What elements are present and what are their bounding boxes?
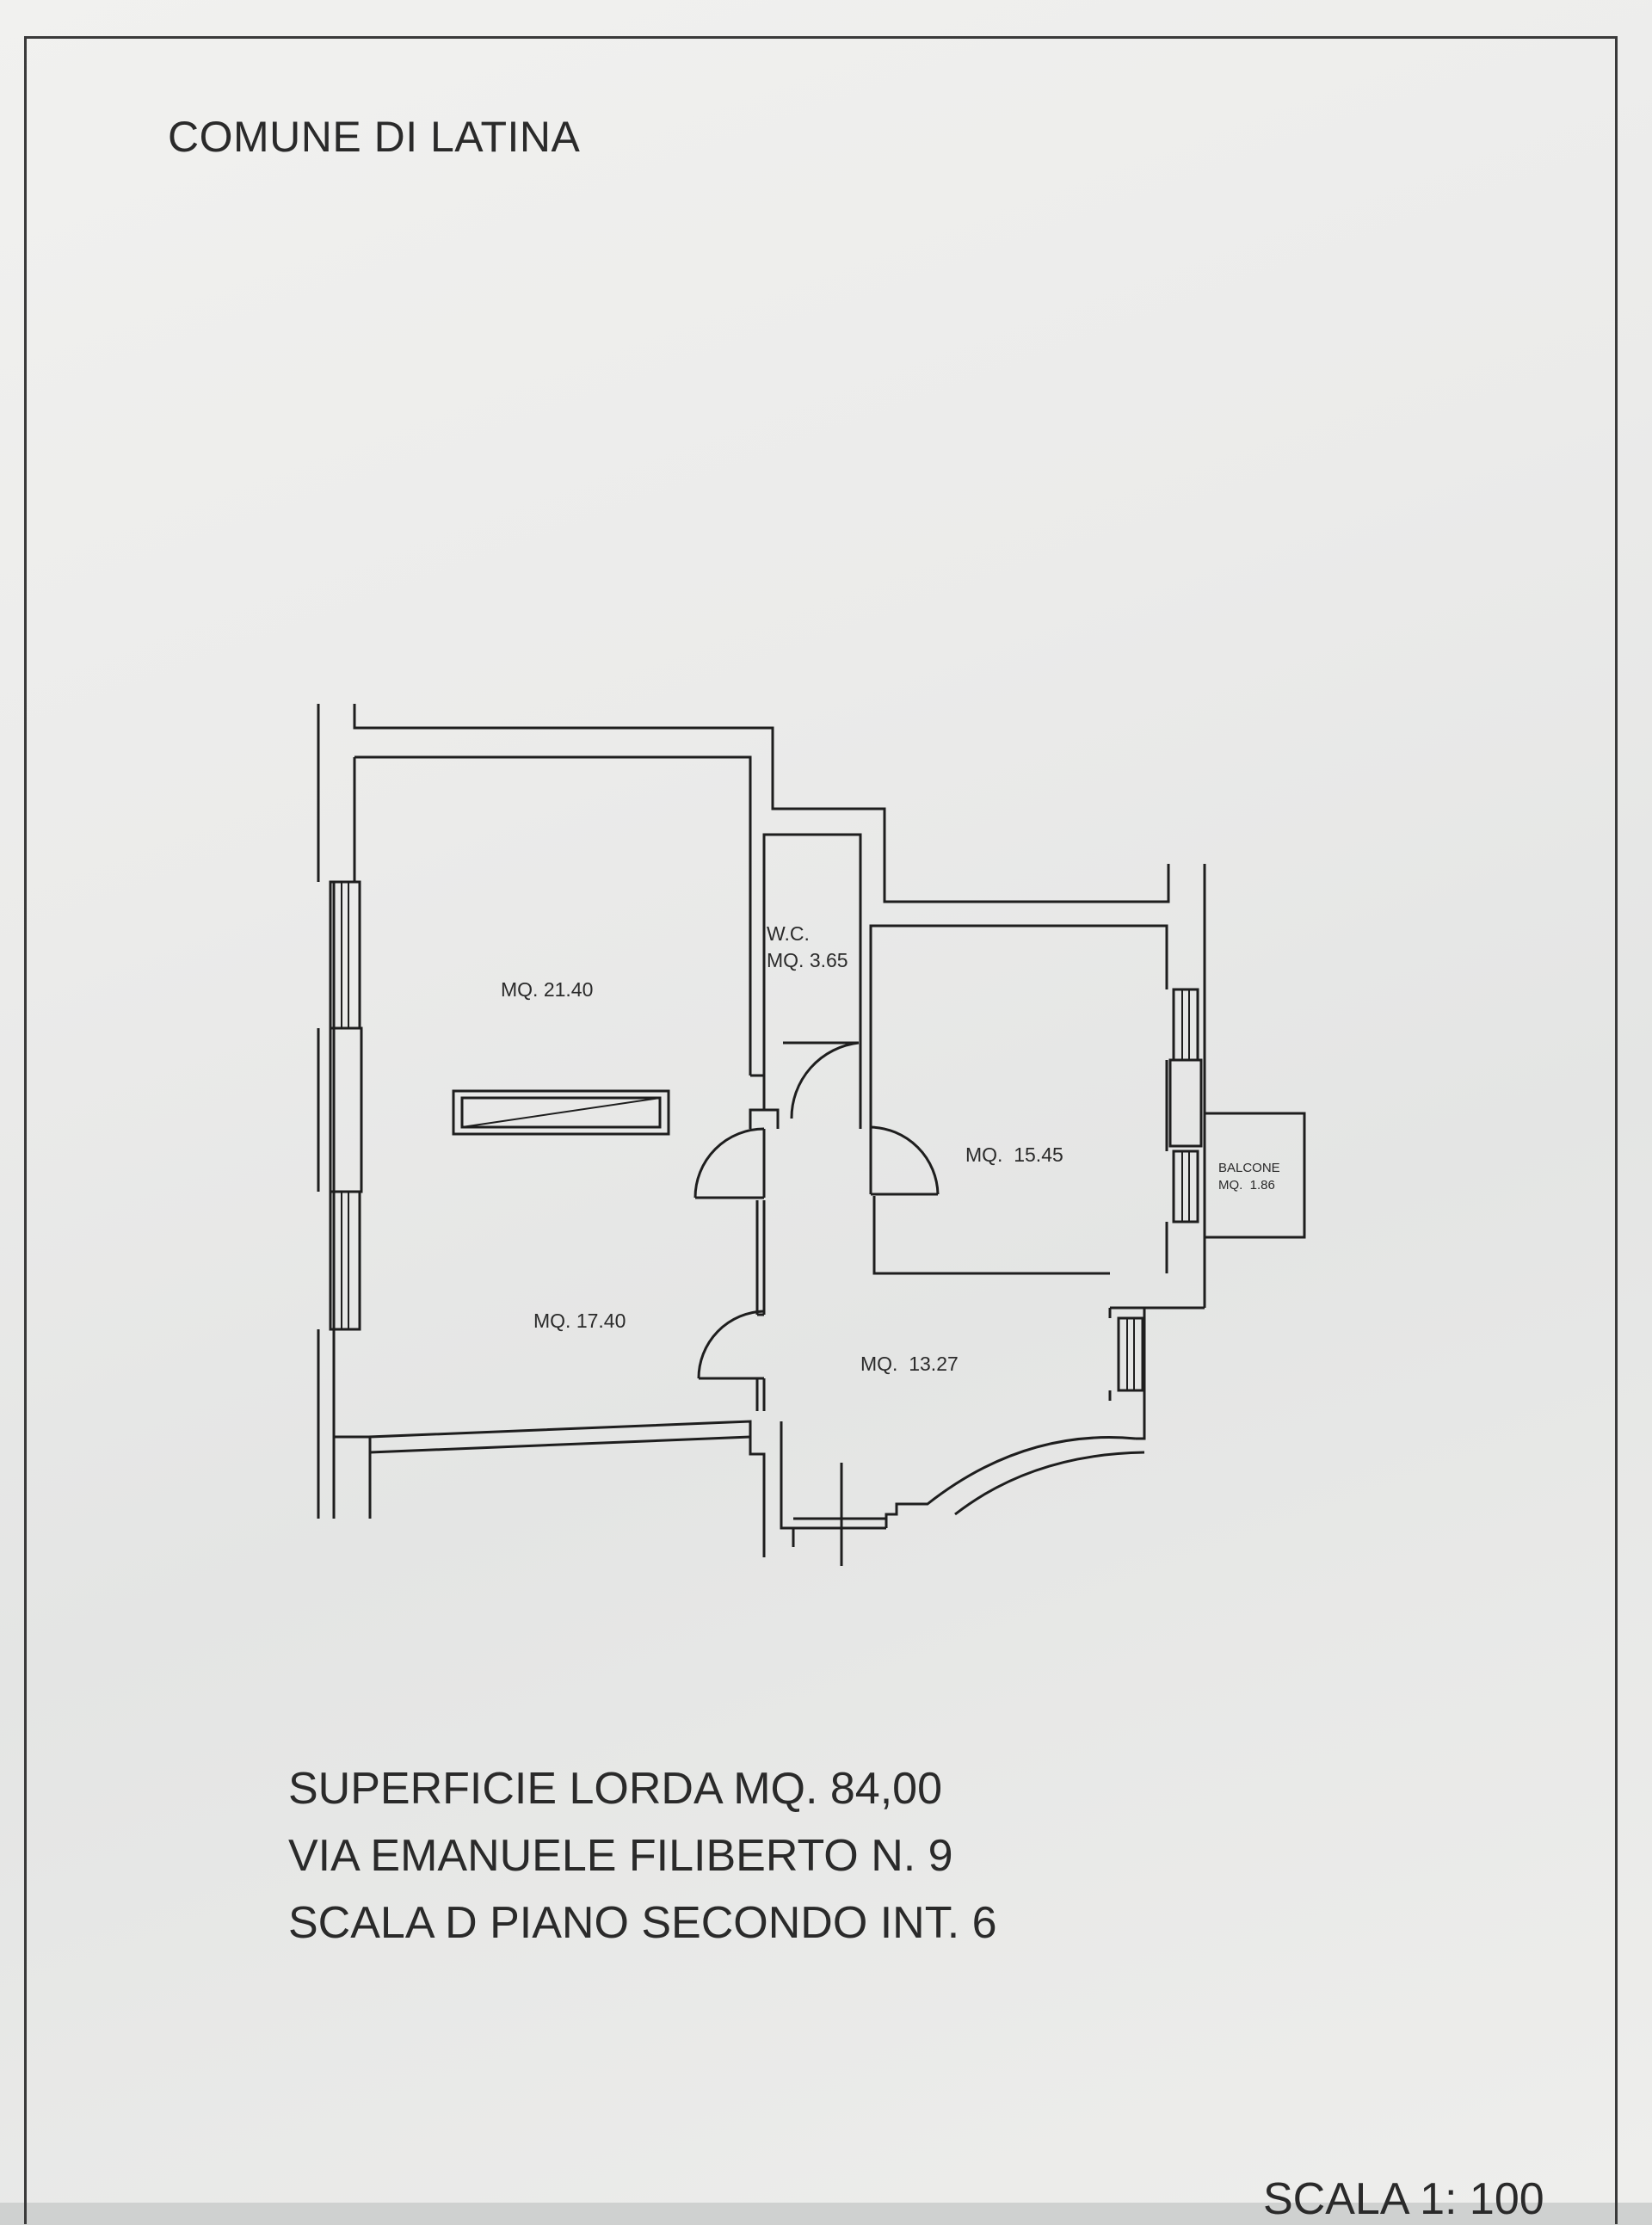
unit-line: SCALA D PIANO SECONDO INT. 6 [288,1898,997,1948]
municipality-title: COMUNE DI LATINA [168,113,581,161]
property-info: SUPERFICIE LORDA MQ. 84,00 VIA EMANUELE … [288,1755,997,1957]
address-line: VIA EMANUELE FILIBERTO N. 9 [288,1831,953,1881]
scale-label: SCALA 1: 100 [1263,2174,1544,2224]
room-label-area: MQ. 21.40 [501,978,593,1001]
gross-area-line: SUPERFICIE LORDA MQ. 84,00 [288,1764,943,1814]
room-label-area: MQ. 1.86 [1218,1178,1275,1193]
wc-label: W.C. [767,922,810,945]
room-label-area: MQ. 13.27 [860,1353,959,1375]
balcony-label: BALCONE [1218,1161,1280,1175]
walls [317,704,1306,1566]
drawing-frame [24,36,1618,2224]
room-label-area: MQ. 17.40 [533,1310,626,1332]
room-label-area: MQ. 3.65 [767,949,848,971]
room-labels: MQ. 21.40 W.C. MQ. 3.65 MQ. 15.45 BALCON… [501,922,1280,1375]
room-label-area: MQ. 15.45 [965,1143,1063,1166]
